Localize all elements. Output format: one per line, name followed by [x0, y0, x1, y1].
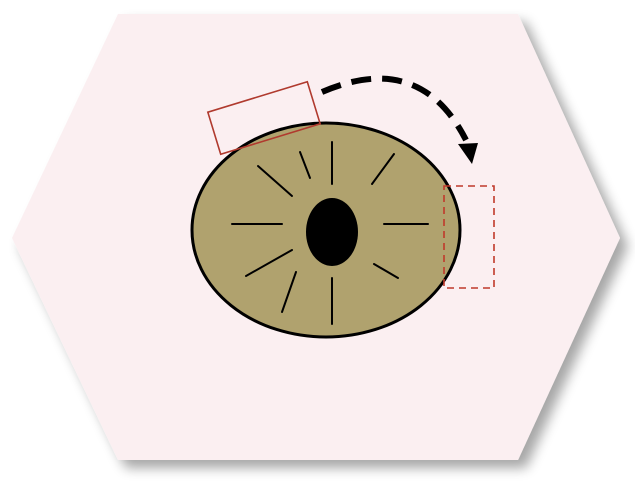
center-hole — [306, 198, 358, 266]
